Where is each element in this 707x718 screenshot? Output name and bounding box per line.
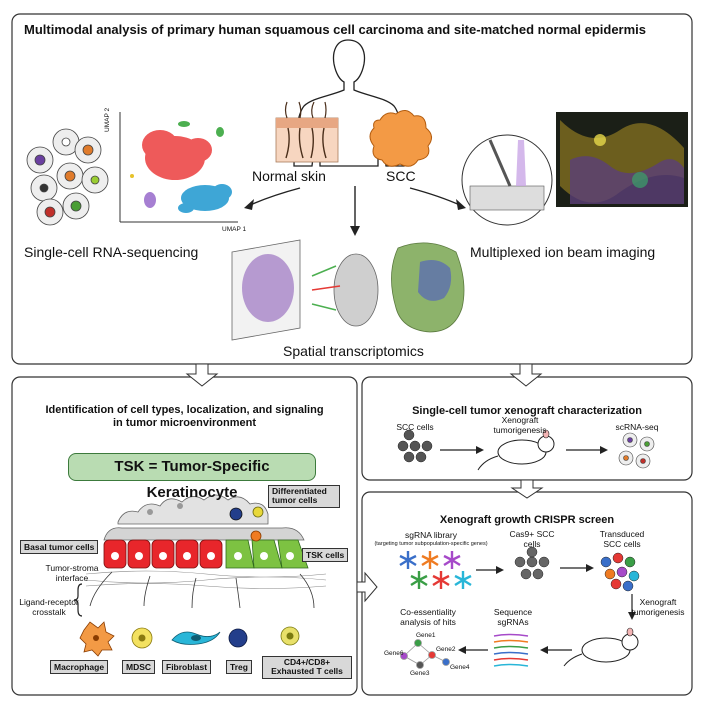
spatial-label: Spatial transcriptomics (283, 343, 424, 359)
basal-tumor-cells-tag: Basal tumor cells (20, 540, 99, 554)
gene4-label: Gene4 (450, 664, 470, 671)
cell-tag-fibroblast: Fibroblast (162, 660, 212, 674)
single-cell-suspension-icon (26, 128, 109, 226)
stroma-fibers (85, 570, 327, 589)
umap-plot (119, 112, 238, 223)
co-essentiality-network (400, 639, 450, 669)
crispr-arrowhead-1 (496, 566, 504, 574)
sgrna-library-label: sgRNA library (405, 530, 457, 540)
left-panel-title-line1: Identification of cell types, localizati… (45, 404, 324, 416)
sgrna-library-sublabel: (targeting tumor subpopulation-specific … (374, 541, 488, 547)
cas9-cells-label: Cas9+ SCC cells (509, 529, 555, 549)
gene2-label: Gene2 (436, 646, 456, 653)
treg-icon (228, 628, 248, 648)
sgrna-library-icon (399, 551, 472, 589)
cell-tag-t-cells: CD4+/CD8+ Exhausted T cells (262, 656, 352, 679)
crispr-arrowhead-2 (586, 564, 594, 572)
arrowhead-scrna (244, 199, 254, 210)
crispr-mouse-icon (563, 627, 639, 667)
xeno-scrna-label: scRNA-seq (615, 422, 659, 432)
macrophage-icon (79, 621, 115, 657)
cell-tag-macrophage: Macrophage (50, 660, 109, 674)
hollow-arrow-xeno-down (510, 479, 544, 499)
crispr-arrowhead-3 (628, 612, 636, 620)
spatial-transcriptomics-illustration (231, 239, 465, 341)
crosstalk-brace (73, 583, 83, 617)
normal-skin-icon (275, 101, 339, 163)
scc-label: SCC (386, 168, 416, 184)
left-panel-title-line2: in tumor microenvironment (112, 416, 257, 429)
cas9-cells-icon (514, 546, 550, 580)
xeno-scc-cells-icon (397, 429, 433, 463)
scrna-label: Single-cell RNA-sequencing (24, 244, 199, 260)
xeno-tumorigenesis-label: Xenograft tumorigenesis (493, 415, 547, 435)
left-panel-title: Identification of cell types, localizati… (18, 404, 351, 429)
xeno-mouse-icon (477, 429, 555, 471)
cell-tag-mdsc: MDSC (122, 660, 156, 674)
tsk-definition-box: TSK = Tumor-Specific Keratinocyte (68, 453, 316, 501)
cell-tag-treg: Treg (226, 660, 252, 674)
ligand-receptor-label: Ligand-receptor crosstalk (19, 597, 79, 617)
xeno-scrna-cells-icon (618, 432, 655, 469)
xeno-arrowhead-2 (600, 446, 608, 454)
umap-x-label: UMAP 1 (222, 226, 247, 233)
transduced-cells-label: Transduced SCC cells (599, 529, 645, 549)
normal-skin-label: Normal skin (252, 168, 326, 184)
umap-y-label: UMAP 2 (104, 107, 111, 132)
t-cell-icon (280, 626, 300, 646)
basal-tumor-cells-layer (103, 539, 223, 569)
crispr-tumorigenesis-label: Xenograft tumorigenesis (631, 597, 685, 617)
differentiated-tumor-cells-layer (103, 494, 305, 541)
top-panel-title: Multimodal analysis of primary human squ… (24, 22, 647, 37)
xeno-panel-title: Single-cell tumor xenograft characteriza… (412, 405, 642, 417)
fibroblast-icon (171, 631, 221, 645)
differentiated-tumor-cells-tag: Differentiated tumor cells (268, 485, 340, 508)
arrowhead-spatial (350, 226, 360, 236)
scc-tumor-icon (369, 110, 432, 167)
sgrna-reads-icon (493, 633, 529, 667)
hollow-arrow-top-right (509, 363, 543, 387)
tumor-stroma-interface-label: Tumor-stroma interface (45, 563, 99, 583)
hollow-arrow-left-right (356, 571, 378, 603)
xeno-scc-cells-label: SCC cells (396, 422, 434, 432)
sequence-sgrnas-label: Sequence sgRNAs (493, 607, 533, 627)
crispr-arrowhead-4 (540, 646, 548, 654)
mdsc-icon (131, 627, 153, 649)
gene6-label: Gene6 (384, 650, 404, 657)
tsk-cells-tag: TSK cells (302, 548, 349, 562)
hollow-arrow-top-left (185, 363, 219, 387)
gene1-label: Gene1 (416, 632, 436, 639)
gene3-label: Gene3 (410, 670, 430, 677)
crispr-panel-title: Xenograft growth CRISPR screen (439, 514, 615, 526)
crispr-arrowhead-5 (458, 646, 466, 654)
signaling-arrows (89, 571, 315, 609)
tsk-cells-layer (225, 530, 309, 569)
mibi-label: Multiplexed ion beam imaging (470, 244, 656, 260)
xeno-arrowhead-1 (476, 446, 484, 454)
arrowhead-mibi (456, 199, 466, 210)
co-essentiality-label: Co-essentiality analysis of hits (400, 607, 456, 627)
transduced-cells-icon (600, 552, 640, 592)
top-panel-frame (11, 13, 693, 365)
mibi-illustration (461, 112, 688, 226)
